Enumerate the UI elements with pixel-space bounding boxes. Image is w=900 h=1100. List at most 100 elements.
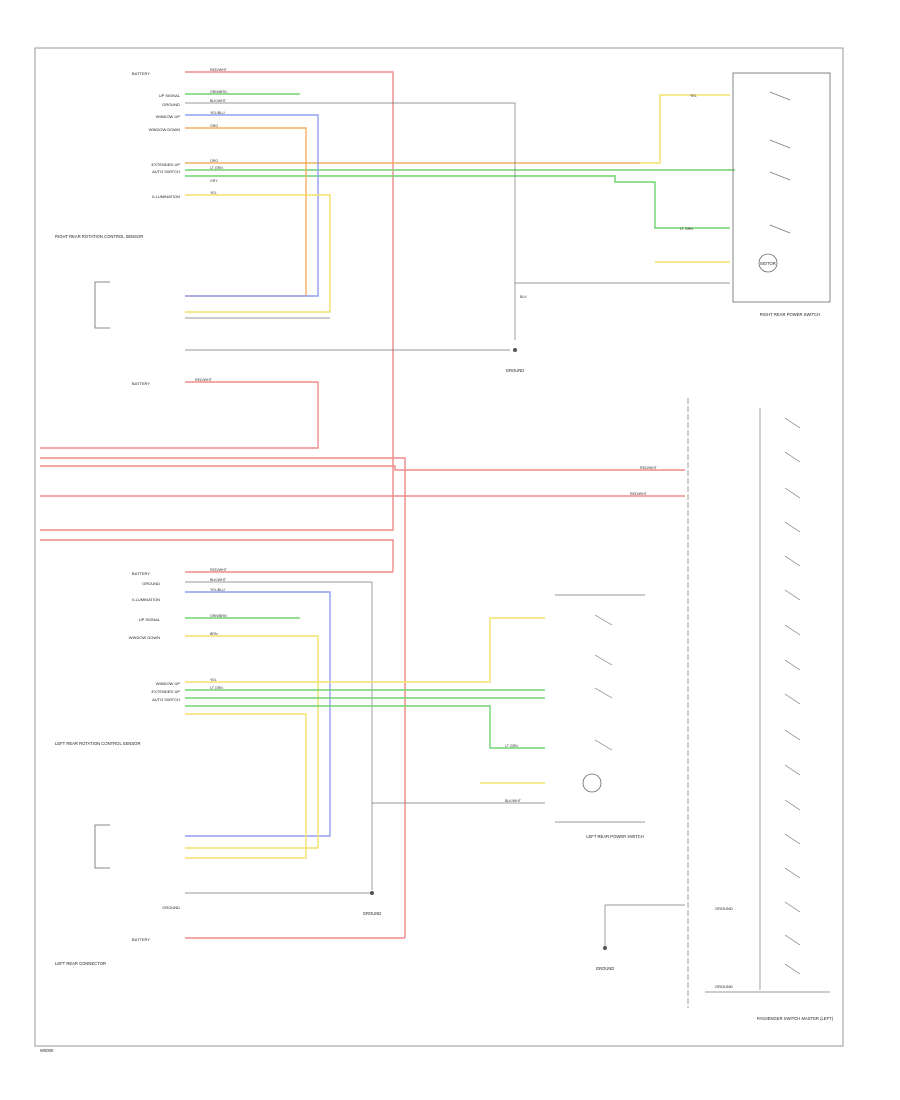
wire-yellow-lr-1 [185,635,319,849]
lr-switch-contact-2 [594,654,613,666]
extended-up-label-lr: EXTENDED UP [152,689,181,694]
code-yel-blu-lr: YEL/BLU [210,588,225,592]
ms-contact-10 [784,729,801,741]
ms-contact-12 [784,799,801,811]
code-grn-brn-rr: GRN/BRN [210,90,227,94]
battery-label-lr: BATTERY [132,571,150,576]
lr-switch-contact-1 [594,614,613,626]
rr-switch-label: RIGHT REAR POWER SWITCH [760,312,820,317]
window-down-label-lr: WINDOW DOWN [129,635,160,640]
ms-contact-4 [784,521,801,533]
code-org-rr-2: ORG [210,159,218,163]
code-brn-lr: BRN [210,632,218,636]
rr-motor-symbol [758,253,778,273]
diagram-frame [34,47,844,1047]
rr-switch-box [732,72,831,303]
rr-switch-contact-4 [769,224,791,234]
wire-red-bus-5 [40,539,394,572]
right-rear-section: GROUND BATTERY UP SIGNAL GROUND WINDOW U… [40,68,831,531]
master-switch-label: PASSENGER SWITCH MASTER (LEFT) [757,1016,834,1021]
wire-yellow-rr-2 [640,94,730,164]
ms-contact-11 [784,764,801,776]
wire-orange-rr-1 [185,127,307,297]
code-red-wht-bus: RED/WHT [195,378,213,382]
rr-motor-label: MOTOR [760,261,776,266]
code-red-wht-bus-2: RED/WHT [640,466,658,470]
ms-contact-3 [784,487,801,499]
auto-switch-label-rr: AUTO SWITCH [152,169,180,174]
lr-sensor-label: LEFT REAR ROTATION CONTROL SENSOR [55,741,140,746]
lr-motor-symbol [582,773,602,793]
rr-switch-contact-1 [769,91,791,101]
code-red-wht-lr: RED/WHT [210,568,228,572]
wire-red-bus-3 [40,465,685,471]
window-up-label-lr: WINDOW UP [156,681,181,686]
code-lt-grn-rr: LT GRN [210,166,223,170]
code-org-rr: ORG [210,124,218,128]
lr-switch-label: LEFT REAR POWER SWITCH [586,834,644,839]
ms-contact-9 [784,693,801,705]
ground-lr-label: GROUND [363,911,382,916]
battery-label-rr: BATTERY [132,71,150,76]
rr-switch-contact-2 [769,139,791,149]
code-grn-brn-lr: GRN/BRN [210,614,227,618]
ground-point-ms [603,946,607,950]
ground-point-rr [513,348,517,352]
code-yel-rr-2: YEL [690,94,697,98]
code-lt-grn-lr: LT GRN [210,686,223,690]
window-up-label-rr: WINDOW UP [156,114,181,119]
up-signal-label-rr: UP SIGNAL [159,93,181,98]
battery-label-lr-2: BATTERY [132,937,150,942]
ground-ms-label: GROUND [596,966,615,971]
wire-green-rr-3 [185,175,730,229]
wire-yellow-lr-2 [185,617,545,683]
wire-green-lr-4 [185,705,545,749]
illumination-label-lr: ILLUMINATION [132,597,160,602]
auto-switch-label-lr: AUTO SWITCH [152,697,180,702]
master-switch-section: GROUND GROUND GROUND PASSENGER SWITCH MA… [596,398,834,1021]
ms-contact-17 [784,963,801,975]
ms-contact-2 [784,451,801,463]
wire-blue-rr [185,114,319,297]
window-down-label-rr: WINDOW DOWN [149,127,180,132]
code-red-wht-rr: RED/WHT [210,68,228,72]
up-signal-label-lr: UP SIGNAL [139,617,161,622]
ground-rr-label: GROUND [506,368,525,373]
code-yel-lr: YEL [210,678,217,682]
wire-battery-red-rr [40,71,394,531]
ms-contact-16 [784,934,801,946]
ground-label-lr-2: GROUND [162,905,180,910]
ground-label-ms-2: GROUND [715,984,733,989]
code-blk-wht-lr: BLK/WHT [210,578,227,582]
wire-blue-lr [185,591,331,837]
code-yel-blu-rr: YEL/BLU [210,111,225,115]
ms-contact-1 [784,417,801,429]
code-gry-rr: GRY [210,179,218,183]
footer-code: W0000 [40,1048,54,1053]
wire-grey-lr-1 [185,581,373,890]
battery-label-mid: BATTERY [132,381,150,386]
code-blk-wht-lr-2: BLK/WHT [505,799,522,803]
wire-red-bus-2 [40,457,406,938]
ms-contact-7 [784,624,801,636]
lr-sensor-bracket [94,824,110,869]
rr-sensor-label: RIGHT REAR ROTATION CONTROL SENSOR [55,234,143,239]
code-blk-wht-rr: BLK/WHT [210,99,227,103]
lr-switch-contact-4 [594,739,613,751]
wire-grey-rr-1 [185,102,516,340]
middle-bus: RED/WHT RED/WHT RED/WHT BATTERY [40,378,685,938]
code-grn-rr-3: LT GRN [680,227,693,231]
ms-contact-8 [784,659,801,671]
ms-contact-5 [784,555,801,567]
extended-up-label-rr: EXTENDED UP [152,162,181,167]
ground-label-lr: GROUND [142,581,160,586]
ms-contact-13 [784,833,801,845]
ground-label-rr: GROUND [162,102,180,107]
code-yel-rr: YEL [210,191,217,195]
wire-yellow-lr-3 [185,713,307,859]
lr-connector-label: LEFT REAR CONNECTOR [55,961,106,966]
code-grn-lr-4: LT GRN [505,744,518,748]
lr-switch-contact-3 [594,687,613,699]
ground-label-ms: GROUND [715,906,733,911]
